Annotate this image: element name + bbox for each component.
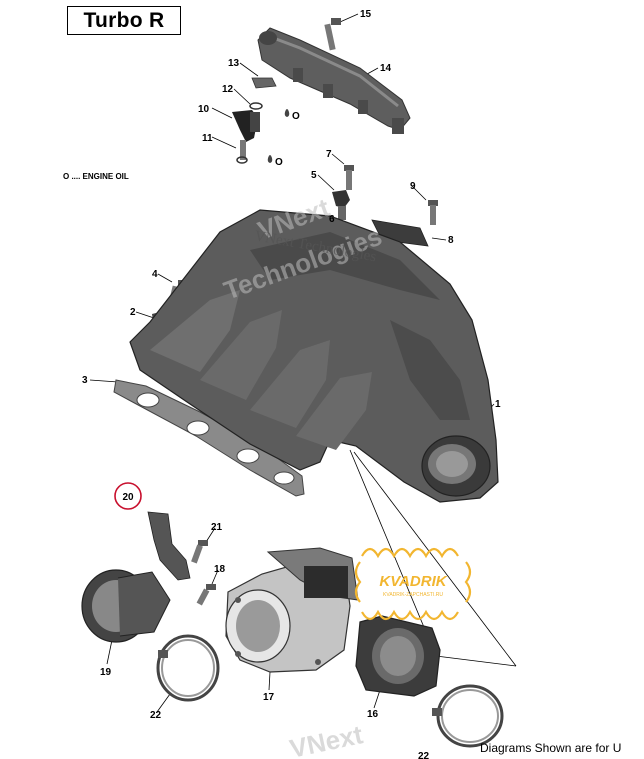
part-1-intake-manifold xyxy=(129,209,499,503)
part-number-7: 7 xyxy=(326,149,332,160)
part-16-throttle-adaptor xyxy=(355,615,441,697)
part-19-intake-boot xyxy=(81,569,171,643)
part-number-2: 2 xyxy=(130,307,136,318)
part-21-screw xyxy=(191,540,208,564)
part-22-clamp-right xyxy=(432,684,504,748)
part-number-6: 6 xyxy=(329,214,335,225)
part-number-15: 15 xyxy=(360,9,372,20)
part-15-screw xyxy=(324,18,341,51)
part-number-22-right: 22 xyxy=(418,751,430,759)
part-number-16: 16 xyxy=(367,709,379,720)
oil-marker-12: O xyxy=(292,111,300,122)
part-number-10: 10 xyxy=(198,104,210,115)
part-number-4: 4 xyxy=(152,269,158,280)
part-number-1: 1 xyxy=(495,399,501,410)
callout-circle-20 xyxy=(114,482,142,510)
legend-engine-oil: O .... ENGINE OIL xyxy=(63,172,129,181)
part-18-screw xyxy=(196,584,216,606)
part-number-20: 20 xyxy=(122,492,134,503)
part-3-intake-gasket xyxy=(113,379,305,497)
diagram-title: Turbo R xyxy=(67,6,181,35)
part-number-14: 14 xyxy=(380,63,392,74)
part-12-o-ring xyxy=(249,102,263,110)
kvadrik-logo: KVADRIK KVADRIK-ZAPCHASTI.RU xyxy=(354,547,472,621)
footer-disclaimer: Diagrams Shown are for U xyxy=(480,741,622,755)
part-number-9: 9 xyxy=(410,181,416,192)
logo-text: KVADRIK xyxy=(379,573,447,590)
part-number-13: 13 xyxy=(228,58,240,69)
part-number-19: 19 xyxy=(100,667,112,678)
part-number-12: 12 xyxy=(222,84,234,95)
logo-subtext: KVADRIK-ZAPCHASTI.RU xyxy=(383,592,443,598)
part-22-clamp-left xyxy=(156,634,220,702)
part-7-screw xyxy=(344,165,354,190)
oil-marker-11: O xyxy=(275,157,283,168)
part-number-21: 21 xyxy=(211,522,223,533)
part-20-bracket xyxy=(147,511,191,581)
part-number-3: 3 xyxy=(82,375,88,386)
watermark-bottom: VNext xyxy=(287,719,366,759)
part-numbers: 15 14 13 12 10 11 7 5 9 6 8 4 2 3 1 20 2… xyxy=(82,9,501,759)
oil-markers: O O xyxy=(267,109,300,168)
part-number-22-left: 22 xyxy=(150,710,162,721)
part-17-throttle-body xyxy=(225,547,359,673)
part-10-fuel-injector xyxy=(232,110,260,160)
part-number-17: 17 xyxy=(263,692,275,703)
part-13-clip xyxy=(251,77,277,89)
part-number-11: 11 xyxy=(202,133,213,144)
part-5-sensor xyxy=(332,190,350,220)
part-11-o-ring xyxy=(236,156,248,164)
part-14-fuel-rail xyxy=(257,27,411,134)
part-number-18: 18 xyxy=(214,564,226,575)
part-number-5: 5 xyxy=(311,170,317,181)
part-number-8: 8 xyxy=(448,235,454,246)
part-9-screw xyxy=(428,200,438,225)
